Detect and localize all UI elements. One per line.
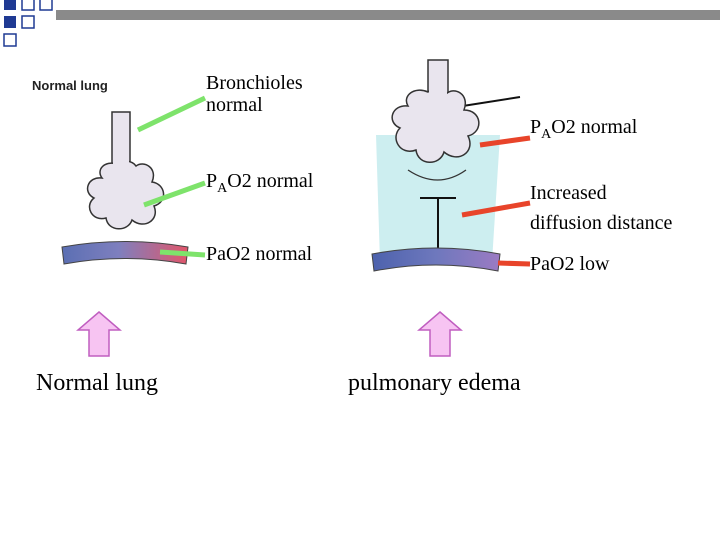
edema-alveolar-po2-label: PAO2 normal (530, 116, 637, 142)
slide-corner-decoration (3, 0, 720, 47)
edema-capillary (371, 247, 501, 272)
normal-lung-airway (86, 111, 165, 230)
normal-lung-thumbnail-label: Normal lung (32, 78, 108, 93)
edema-arterial-po2-two: 2 (564, 253, 575, 275)
edema-arterial-po2-value: low (574, 253, 610, 275)
alveolar-po2-value: normal (251, 170, 314, 192)
normal-lung-alveolar-sac (86, 160, 165, 230)
diffusion-distance-label: Increased diffusion distance (530, 178, 672, 238)
edema-alveolar-po2-prefix: P (530, 116, 542, 138)
edema-arterial-po2-label: PaO2 low (530, 253, 609, 275)
edema-arterial-po2-o: O (550, 253, 565, 275)
alveolar-po2-o: O (227, 170, 242, 192)
edema-alveolar-po2-o: O (551, 116, 566, 138)
edema-alveolar-po2-value: normal (575, 116, 638, 138)
alveolar-po2-prefix: P (206, 170, 218, 192)
bronchioles-label-line1: Bronchioles (206, 72, 303, 94)
corner-squares (3, 0, 53, 47)
arterial-po2-prefix: Pa (206, 243, 226, 265)
alveolar-po2-subscript-a: A (217, 181, 228, 196)
alveolar-po2-label: PAO2 normal (206, 170, 313, 196)
diffusion-distance-line2: diffusion distance (530, 212, 673, 234)
bronchioles-pointer-line (136, 95, 207, 133)
edema-alveolar-po2-two: 2 (565, 116, 576, 138)
arterial-po2-pointer-line (159, 249, 206, 258)
arterial-po2-label: PaO2 normal (206, 243, 312, 265)
edema-alveolar-po2-subscript-a: A (541, 127, 552, 142)
arterial-po2-two: 2 (240, 243, 251, 265)
bronchioles-label-line2: normal (206, 94, 263, 116)
edema-alveolar-po2-pointer-line (479, 135, 531, 148)
arterial-po2-value: normal (250, 243, 313, 265)
edema-airway (391, 59, 521, 181)
arterial-po2-o: O (226, 243, 241, 265)
alveolar-po2-two: 2 (241, 170, 252, 192)
alveolar-po2-pointer-line (143, 180, 206, 208)
edema-diffusion-pointer-line (461, 200, 531, 218)
bronchioles-label: Bronchioles normal (206, 72, 303, 116)
diffusion-distance-line1: Increased (530, 182, 607, 204)
pulmonary-edema-caption: pulmonary edema (348, 370, 521, 396)
normal-lung-up-arrow (76, 311, 122, 357)
normal-lung-caption: Normal lung (36, 370, 158, 396)
edema-alveolar-sac (391, 88, 480, 163)
edema-arterial-po2-prefix: Pa (530, 253, 550, 275)
edema-pointers (461, 135, 531, 267)
normal-lung-capillary (61, 241, 189, 265)
pulmonary-edema-up-arrow (417, 311, 463, 357)
top-divider-bar (56, 10, 720, 20)
edema-arterial-po2-pointer-line (497, 260, 531, 267)
normal-lung-pointers (136, 95, 207, 258)
